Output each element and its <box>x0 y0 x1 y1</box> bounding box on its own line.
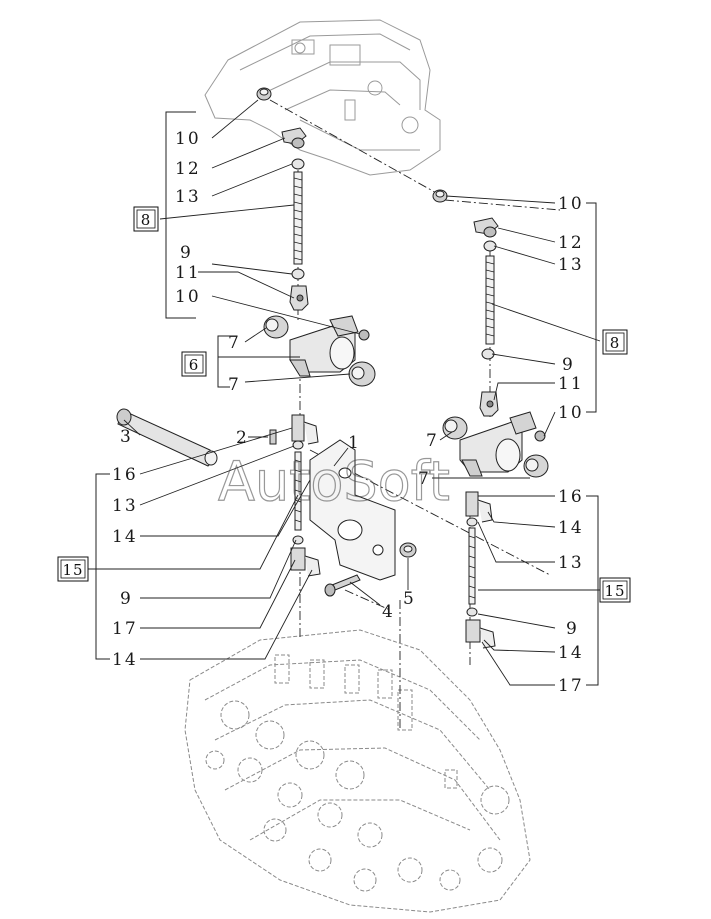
callout-13: 13 <box>112 496 138 516</box>
callout-12: 12 <box>175 159 201 179</box>
callout-14: 14 <box>558 643 584 663</box>
callout-11: 11 <box>558 374 584 394</box>
callout-16: 16 <box>558 487 584 507</box>
callout-4: 4 <box>382 602 395 622</box>
right-ball-joint-12 <box>473 217 499 238</box>
boxed-label-text: 6 <box>189 356 200 374</box>
pivot-shaft-3 <box>116 408 218 467</box>
right-washer-13-lower <box>466 517 478 527</box>
right-washer-9-lower <box>466 607 478 617</box>
nut-5 <box>399 542 417 558</box>
right-washer-13 <box>483 240 497 252</box>
left-lock-nut-10 <box>256 87 272 101</box>
callout-14: 14 <box>112 527 138 547</box>
callout-1: 1 <box>348 433 361 453</box>
callout-13: 13 <box>558 255 584 275</box>
callout-9: 9 <box>566 619 579 639</box>
callout-9: 9 <box>120 589 133 609</box>
right-lock-nut-10 <box>432 189 448 203</box>
left-linkage-parts <box>116 87 417 597</box>
watermark-text: AutoSoft <box>218 450 450 513</box>
valve-port-circles <box>205 700 510 892</box>
right-clevis-17 <box>465 619 496 649</box>
callout-7: 7 <box>228 375 241 395</box>
left-lower-rod <box>294 451 302 531</box>
left-threaded-rod <box>293 171 303 265</box>
callout-16: 16 <box>112 465 138 485</box>
callout-14: 14 <box>558 518 584 538</box>
right-lower-rod <box>468 527 476 605</box>
callout-9: 9 <box>562 355 575 375</box>
left-clevis-16 <box>291 414 319 445</box>
left-bushing-7-lower <box>348 361 376 387</box>
callout-17: 17 <box>112 619 138 639</box>
callout-9: 9 <box>180 243 193 263</box>
callout-14: 14 <box>112 650 138 670</box>
callout-7: 7 <box>418 469 431 489</box>
boxed-label-text: 15 <box>604 582 625 600</box>
callout-17: 17 <box>558 676 584 696</box>
callout-2: 2 <box>236 428 249 448</box>
bolt-4 <box>324 574 361 597</box>
boxed-label-8-right: 8 <box>602 329 628 355</box>
boxed-label-text: 15 <box>62 561 83 579</box>
callout-7: 7 <box>426 431 439 451</box>
callout-10: 10 <box>558 403 584 423</box>
left-ball-joint-12 <box>281 127 307 149</box>
callout-10: 10 <box>558 194 584 214</box>
assembly-center-lines <box>269 99 561 730</box>
callout-3: 3 <box>120 427 133 447</box>
callout-numbers: 10 12 13 9 11 10 7 7 3 2 16 13 14 9 17 1… <box>112 129 584 696</box>
left-washer-9 <box>291 268 305 280</box>
roll-pin-2 <box>269 429 277 445</box>
callout-11: 11 <box>175 263 201 283</box>
callout-10: 10 <box>175 129 201 149</box>
left-washer-13-lower <box>292 440 304 450</box>
left-bushing-7-upper <box>263 315 289 339</box>
left-clevis-17 <box>290 547 321 577</box>
boxed-label-text: 8 <box>141 211 152 229</box>
upper-valve-housing-outline <box>204 19 441 176</box>
callout-13: 13 <box>175 187 201 207</box>
lower-control-valve-outline <box>184 629 531 913</box>
callout-13: 13 <box>558 553 584 573</box>
mounting-bracket-1 <box>309 439 396 581</box>
left-washer-13 <box>291 158 305 170</box>
leader-lines <box>88 99 601 686</box>
group-brackets <box>95 111 599 686</box>
boxed-label-8-left: 8 <box>133 206 159 232</box>
callout-7: 7 <box>228 333 241 353</box>
boxed-label-text: 8 <box>610 334 621 352</box>
right-lever-6 <box>459 411 546 477</box>
right-bushing-7-lower <box>523 454 549 478</box>
callout-12: 12 <box>558 233 584 253</box>
right-threaded-rod <box>485 255 495 345</box>
left-lever-6 <box>289 315 370 377</box>
valve-spool-caps <box>274 654 458 789</box>
left-clevis-11 <box>289 285 309 311</box>
boxed-label-6: 6 <box>181 351 207 377</box>
callout-5: 5 <box>403 589 416 609</box>
callout-10: 10 <box>175 287 201 307</box>
boxed-label-15-right: 15 <box>599 577 631 603</box>
right-clevis-16 <box>465 491 493 523</box>
right-linkage-parts <box>432 189 549 649</box>
boxed-label-15-left: 15 <box>57 556 89 582</box>
